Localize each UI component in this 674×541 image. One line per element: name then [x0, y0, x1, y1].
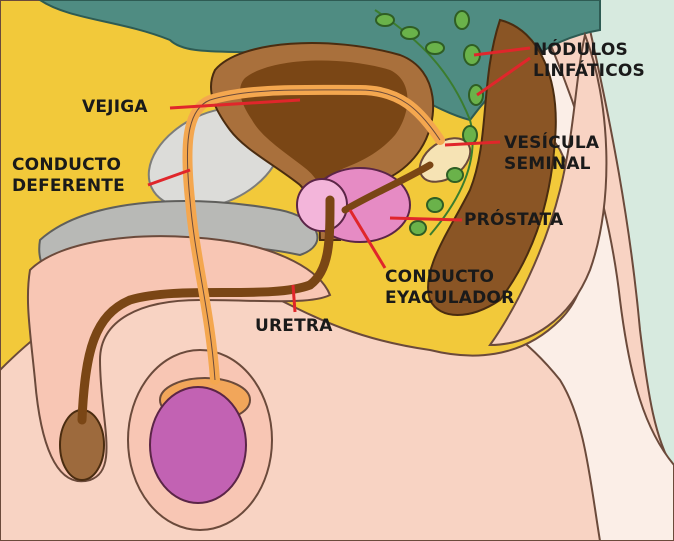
lymph-node — [455, 11, 469, 29]
label-eyaculador-line1: CONDUCTO — [385, 267, 514, 288]
label-conducto-deferente-line2: DEFERENTE — [12, 176, 125, 197]
label-conducto-eyaculador: CONDUCTO EYACULADOR — [385, 267, 514, 309]
label-nodulos-line2: LINFÁTICOS — [533, 61, 645, 82]
label-eyaculador-line2: EYACULADOR — [385, 288, 514, 309]
lymph-node — [469, 85, 483, 105]
prostate-inner — [297, 179, 347, 231]
lymph-node — [376, 14, 394, 26]
lymph-node — [401, 27, 419, 39]
label-uretra: URETRA — [255, 316, 333, 337]
lymph-node — [426, 42, 444, 54]
lymph-node — [463, 126, 477, 144]
label-vesicula-seminal: VESÍCULA SEMINAL — [504, 133, 599, 175]
label-vesicula-line2: SEMINAL — [504, 154, 599, 175]
label-vesicula-line1: VESÍCULA — [504, 133, 599, 154]
lymph-node — [427, 198, 443, 212]
leader-uretra — [293, 285, 295, 312]
lymph-node — [447, 168, 463, 182]
label-conducto-deferente-line1: CONDUCTO — [12, 155, 125, 176]
leader-prostata — [390, 218, 462, 220]
label-nodulos-linfaticos: NÓDULOS LINFÁTICOS — [533, 40, 645, 82]
label-nodulos-line1: NÓDULOS — [533, 40, 645, 61]
label-conducto-deferente: CONDUCTO DEFERENTE — [12, 155, 125, 197]
label-vejiga: VEJIGA — [82, 97, 148, 118]
testis — [150, 387, 246, 503]
lymph-node — [410, 221, 426, 235]
label-prostata: PRÓSTATA — [464, 210, 563, 231]
